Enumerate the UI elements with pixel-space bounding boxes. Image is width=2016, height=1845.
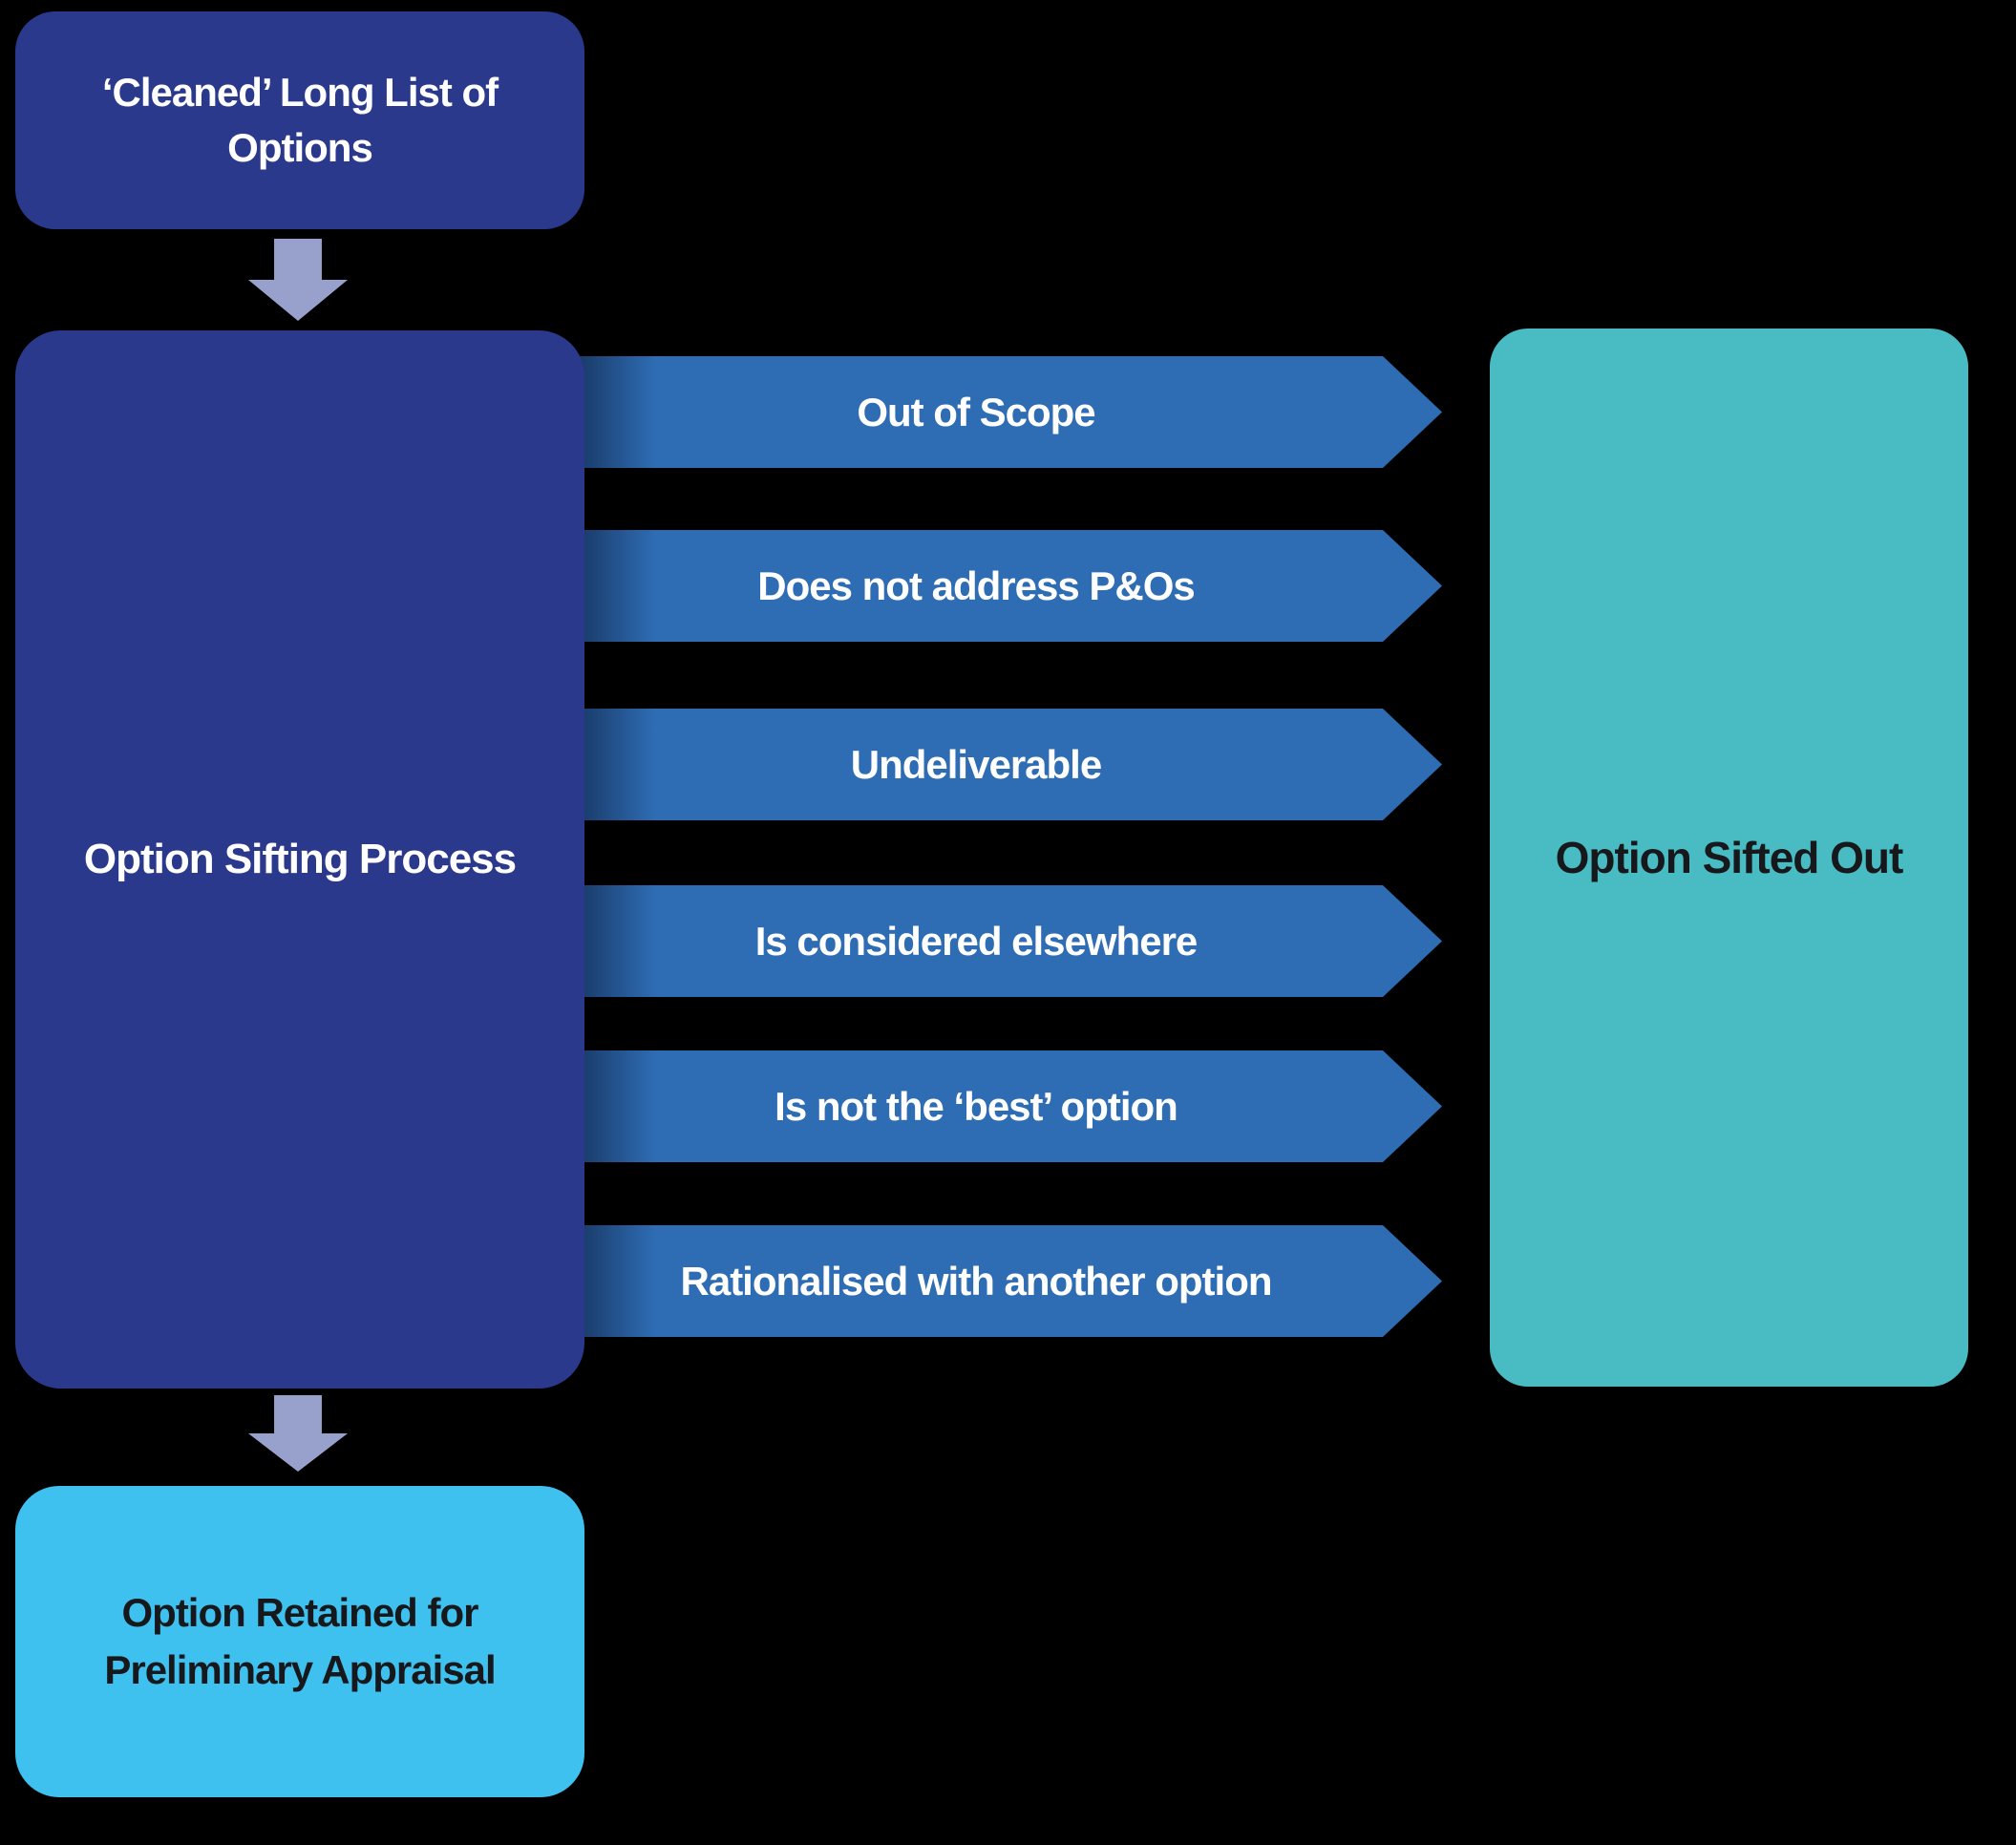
option-sifting-process-label: Option Sifting Process <box>83 836 517 882</box>
reason-label: Undeliverable <box>850 741 1102 787</box>
reason-arrow-does-not-address-pandos: Does not address P&Os <box>569 530 1442 642</box>
reason-arrow-considered-elsewhere: Is considered elsewhere <box>569 885 1442 997</box>
reason-label: Out of Scope <box>857 389 1095 435</box>
reason-label: Is not the ‘best’ option <box>775 1083 1178 1129</box>
option-sifting-process-box: Option Sifting Process <box>15 330 584 1389</box>
reason-arrow-undeliverable: Undeliverable <box>569 709 1442 820</box>
reason-label: Rationalised with another option <box>680 1258 1272 1304</box>
reason-arrow-not-best-option: Is not the ‘best’ option <box>569 1050 1442 1162</box>
reason-label: Is considered elsewhere <box>754 918 1198 964</box>
reason-arrow-rationalised: Rationalised with another option <box>569 1225 1442 1337</box>
option-retained-box: Option Retained for Preliminary Appraisa… <box>15 1486 584 1797</box>
cleaned-long-list-label: ‘Cleaned’ Long List of Options <box>101 70 499 170</box>
option-retained-label: Option Retained for Preliminary Appraisa… <box>104 1590 496 1692</box>
down-arrow-icon <box>248 239 348 321</box>
reason-label: Does not address P&Os <box>757 562 1195 608</box>
option-sifted-out-box: Option Sifted Out <box>1490 329 1968 1387</box>
cleaned-long-list-box: ‘Cleaned’ Long List of Options <box>15 11 584 229</box>
option-sifted-out-label: Option Sifted Out <box>1555 833 1904 882</box>
down-arrow-icon <box>248 1395 348 1472</box>
reason-arrow-out-of-scope: Out of Scope <box>569 356 1442 468</box>
